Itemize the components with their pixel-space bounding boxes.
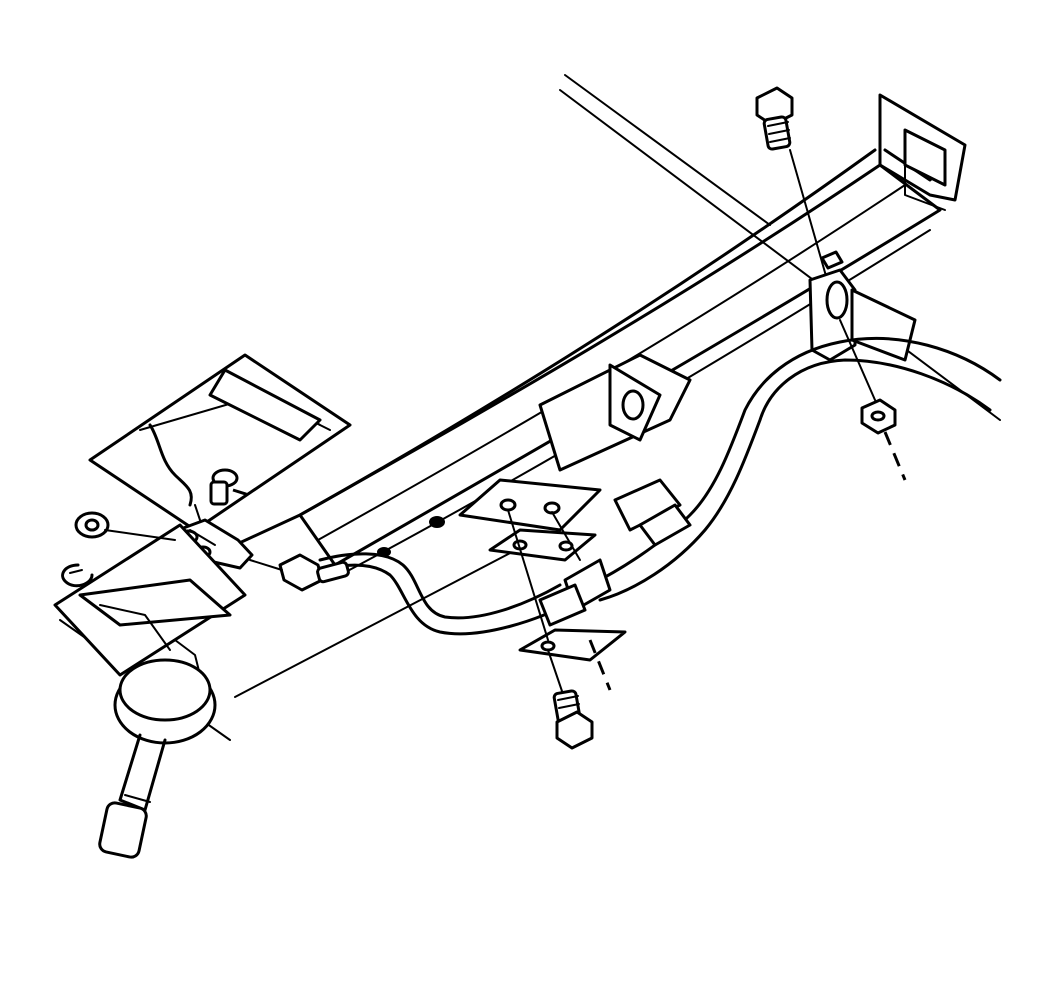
bolt-icon [547, 649, 594, 750]
grommet-icon [74, 511, 176, 541]
equalizer-pin [209, 468, 253, 506]
retainer-ring-icon [61, 563, 94, 588]
inset-panel [88, 353, 352, 532]
nut-icon [860, 398, 907, 481]
bolt-icon [755, 86, 831, 291]
center-bracket [538, 353, 692, 532]
brake-lever-rod [98, 658, 217, 859]
cable-end-fitting [249, 553, 350, 592]
lower-left-bracket [53, 523, 247, 677]
cable-icon [318, 336, 1002, 636]
clip-icon [808, 250, 917, 401]
bracket-icon [458, 478, 627, 691]
